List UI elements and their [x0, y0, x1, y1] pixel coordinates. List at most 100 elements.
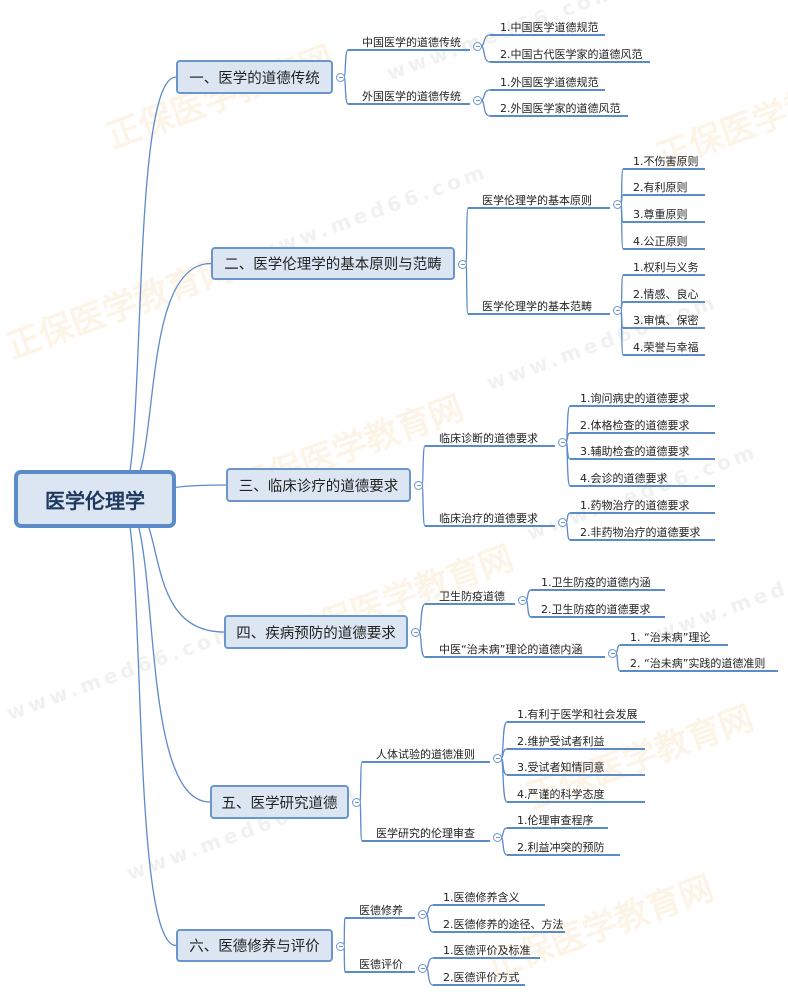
subtopic-label[interactable]: 医学伦理学的基本原则 — [482, 194, 592, 207]
collapse-toggle-icon[interactable] — [518, 596, 527, 605]
connector — [421, 484, 426, 527]
leaf-label[interactable]: 1.卫生防疫的道德内涵 — [541, 576, 651, 589]
connector — [565, 521, 571, 541]
subtopic-label[interactable]: 临床治疗的道德要求 — [439, 512, 538, 525]
collapse-toggle-icon[interactable] — [608, 649, 617, 658]
collapse-toggle-icon[interactable] — [473, 96, 482, 105]
branch-node[interactable]: 二、医学伦理学的基本原则与范畴 — [211, 247, 455, 280]
subtopic-label[interactable]: 中医“治未病”理论的道德内涵 — [439, 643, 583, 656]
connector — [425, 967, 434, 986]
connector — [525, 599, 532, 618]
leaf-label[interactable]: 4.荣誉与幸福 — [633, 341, 699, 354]
collapse-toggle-icon[interactable] — [411, 628, 420, 637]
connector — [425, 957, 434, 969]
branch-node[interactable]: 三、临床诊疗的道德要求 — [226, 468, 411, 502]
subtopic-label[interactable]: 医学伦理学的基本范畴 — [482, 300, 592, 313]
collapse-toggle-icon[interactable] — [336, 73, 345, 82]
connector — [425, 904, 434, 915]
connector — [620, 309, 624, 356]
connector — [359, 801, 363, 842]
leaf-label[interactable]: 2.体格检查的道德要求 — [580, 419, 690, 432]
subtopic-label[interactable]: 中国医学的道德传统 — [362, 36, 461, 49]
connector — [465, 207, 469, 265]
connector — [418, 631, 426, 658]
root-node[interactable]: 医学伦理学 — [14, 470, 176, 528]
collapse-toggle-icon[interactable] — [613, 306, 622, 315]
leaf-label[interactable]: 1.有利于医学和社会发展 — [517, 708, 638, 721]
leaf-label[interactable]: 1.医德修养含义 — [443, 891, 520, 904]
branch-node[interactable]: 四、疾病预防的道德要求 — [224, 615, 408, 649]
leaf-label[interactable]: 2.非药物治疗的道德要求 — [580, 526, 701, 539]
connector — [480, 89, 491, 101]
connector — [421, 445, 426, 486]
collapse-toggle-icon[interactable] — [458, 259, 467, 269]
leaf-label[interactable]: 1.药物治疗的道德要求 — [580, 499, 690, 512]
collapse-toggle-icon[interactable] — [418, 964, 427, 973]
leaf-label[interactable]: 1.医德评价及标准 — [443, 944, 531, 957]
leaf-label[interactable]: 2.中国古代医学家的道德风范 — [500, 48, 643, 61]
collapse-toggle-icon[interactable] — [493, 833, 502, 842]
leaf-label[interactable]: 4.严谨的科学态度 — [517, 788, 605, 801]
leaf-label[interactable]: 1.权利与义务 — [633, 261, 699, 274]
connector — [418, 603, 426, 633]
branch-node[interactable]: 五、医学研究道德 — [210, 785, 349, 819]
leaf-label[interactable]: 3.尊重原则 — [633, 208, 688, 221]
leaf-label[interactable]: 4.会诊的道德要求 — [580, 472, 668, 485]
collapse-toggle-icon[interactable] — [352, 798, 361, 807]
leaf-label[interactable]: 1. “治未病”理论 — [630, 631, 711, 644]
connector — [343, 944, 346, 973]
leaf-label[interactable]: 1.询问病史的道德要求 — [580, 392, 690, 405]
connector — [119, 262, 212, 499]
subtopic-label[interactable]: 外国医学的道德传统 — [362, 90, 461, 103]
connector — [343, 76, 349, 105]
leaf-label[interactable]: 2.医德评价方式 — [443, 971, 520, 984]
connector — [480, 45, 491, 63]
subtopic-label[interactable]: 医德评价 — [359, 958, 403, 971]
connector — [480, 34, 491, 47]
leaf-label[interactable]: 1.不伤害原则 — [633, 155, 699, 168]
connector — [620, 203, 624, 250]
connector — [500, 757, 508, 803]
collapse-toggle-icon[interactable] — [558, 518, 567, 527]
subtopic-label[interactable]: 卫生防疫道德 — [439, 590, 505, 603]
connector — [343, 917, 346, 947]
collapse-toggle-icon[interactable] — [558, 438, 567, 447]
connector — [359, 761, 363, 803]
connector — [119, 76, 177, 499]
connector — [480, 99, 491, 117]
connector — [500, 836, 508, 856]
leaf-label[interactable]: 1.伦理审查程序 — [517, 814, 594, 827]
branch-node[interactable]: 一、医学的道德传统 — [176, 60, 333, 94]
subtopic-label[interactable]: 医德修养 — [359, 904, 403, 917]
leaf-label[interactable]: 2.维护受试者利益 — [517, 735, 605, 748]
leaf-label[interactable]: 2.外国医学家的道德风范 — [500, 102, 621, 115]
leaf-label[interactable]: 3.辅助检查的道德要求 — [580, 445, 690, 458]
leaf-label[interactable]: 2.利益冲突的预防 — [517, 841, 605, 854]
leaf-label[interactable]: 3.审慎、保密 — [633, 314, 699, 327]
collapse-toggle-icon[interactable] — [473, 42, 482, 51]
connector — [565, 441, 571, 487]
connector — [615, 652, 621, 672]
collapse-toggle-icon[interactable] — [418, 910, 427, 919]
leaf-label[interactable]: 4.公正原则 — [633, 235, 688, 248]
connector — [119, 497, 211, 803]
subtopic-label[interactable]: 医学研究的伦理审查 — [376, 827, 475, 840]
branch-node[interactable]: 六、医德修养与评价 — [176, 929, 333, 962]
subtopic-label[interactable]: 人体试验的道德准则 — [376, 748, 475, 761]
connector — [465, 262, 469, 315]
leaf-label[interactable]: 1.中国医学道德规范 — [500, 21, 599, 34]
subtopic-label[interactable]: 临床诊断的道德要求 — [439, 432, 538, 445]
leaf-label[interactable]: 2.卫生防疫的道德要求 — [541, 603, 651, 616]
leaf-label[interactable]: 2. “治未病”实践的道德准则 — [630, 657, 766, 670]
leaf-label[interactable]: 3.受试者知情同意 — [517, 761, 605, 774]
collapse-toggle-icon[interactable] — [414, 481, 423, 490]
leaf-label[interactable]: 2.有利原则 — [633, 181, 688, 194]
collapse-toggle-icon[interactable] — [613, 200, 622, 209]
collapse-toggle-icon[interactable] — [493, 754, 502, 763]
leaf-label[interactable]: 2.情感、良心 — [633, 288, 699, 301]
collapse-toggle-icon[interactable] — [336, 941, 345, 951]
connector — [119, 497, 177, 947]
leaf-label[interactable]: 2.医德修养的途径、方法 — [443, 918, 564, 931]
leaf-label[interactable]: 1.外国医学道德规范 — [500, 76, 599, 89]
